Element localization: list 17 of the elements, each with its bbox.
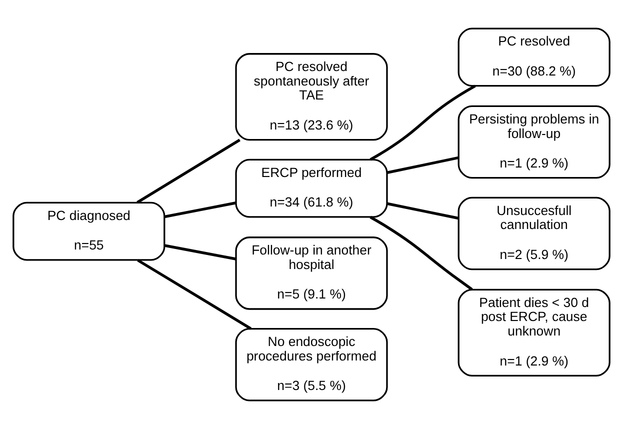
node-box: Unsuccesfull cannulation n=2 (5.9 %) bbox=[457, 196, 610, 270]
node-box: PC resolved n=30 (88.2 %) bbox=[457, 28, 610, 87]
connector bbox=[136, 138, 240, 204]
node-box: No endoscopic procedures performed n=3 (5.5 %) bbox=[234, 328, 388, 402]
node-box: PC resolved spontaneously after TAE n=13 (23.6 %) bbox=[234, 53, 388, 141]
connector bbox=[369, 84, 476, 161]
connector bbox=[164, 244, 236, 260]
node-box: Persisting problems in follow-up n=1 (2.9 %) bbox=[457, 105, 610, 179]
node-box: PC diagnosed n=55 bbox=[12, 202, 165, 261]
node-box: Patient dies < 30 d post ERCP, cause unknown n=1 (2.9 %) bbox=[457, 288, 610, 376]
connector bbox=[386, 156, 458, 174]
connector bbox=[369, 216, 472, 291]
node-box: ERCP performed n=34 (61.8 %) bbox=[234, 158, 388, 218]
connector bbox=[136, 259, 252, 330]
node-box: Follow-up in another hospital n=5 (9.1 %) bbox=[234, 236, 388, 310]
connector bbox=[386, 202, 458, 220]
connector bbox=[164, 202, 236, 218]
